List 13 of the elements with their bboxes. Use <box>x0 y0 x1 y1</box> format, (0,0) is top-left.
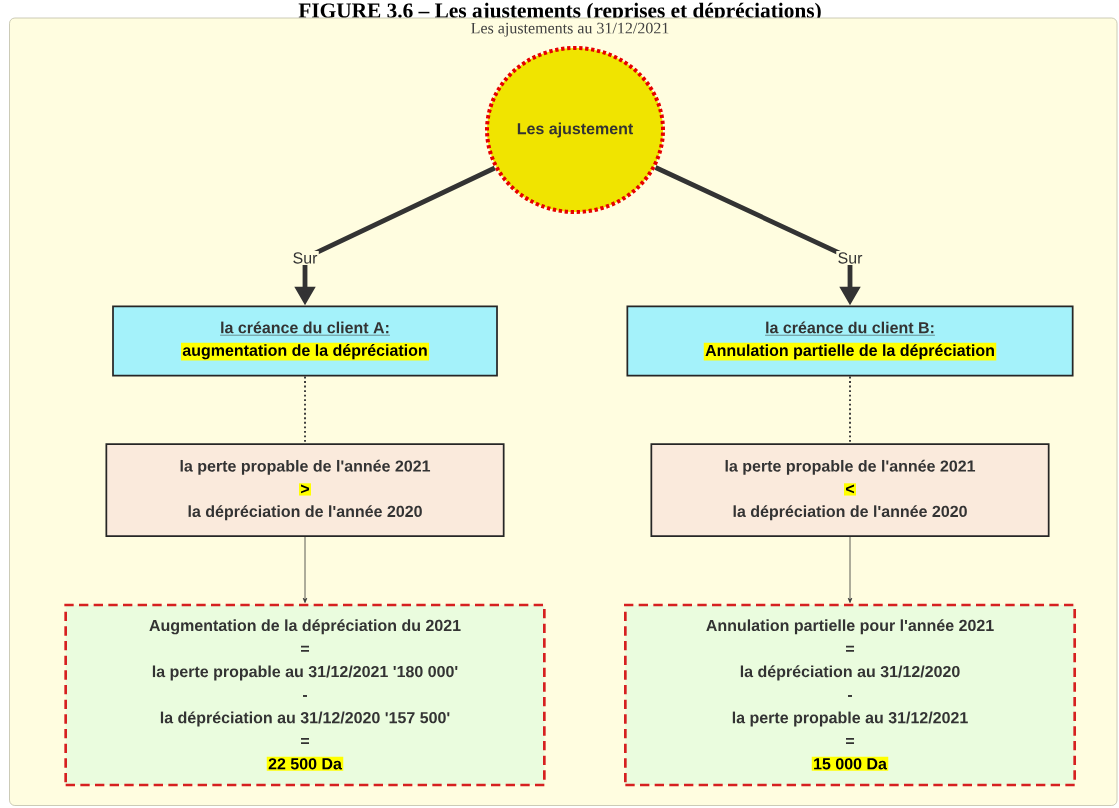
result-box: Augmentation de la dépréciation du 2021 = la perte propable au 31/12/2021 '180 000' - la dépréciation au 31/12/2020 '157 500' = 22 500 Da <box>64 603 546 787</box>
process-box: la créance du client B: Annulation partielle de la dépréciation <box>626 305 1074 377</box>
comparison-box: la perte propable de l'année 2021 < la dépréciation de l'année 2020 <box>650 443 1050 537</box>
edge-label: Sur <box>836 251 864 265</box>
circle-node: Les ajustement <box>485 46 665 214</box>
comparison-box: la perte propable de l'année 2021 > la dépréciation de l'année 2020 <box>105 443 505 537</box>
edge-label: Sur <box>291 251 319 265</box>
connector-line <box>304 375 306 445</box>
arrow <box>847 536 853 603</box>
result-box: Annulation partielle pour l'année 2021 = la dépréciation au 31/12/2020 - la perte propable au 31/12/2021 = 15 000 Da <box>624 603 1076 787</box>
arrow <box>302 536 308 603</box>
process-box: la créance du client A: augmentation de la dépréciation <box>112 305 498 377</box>
connector-line <box>849 375 851 445</box>
